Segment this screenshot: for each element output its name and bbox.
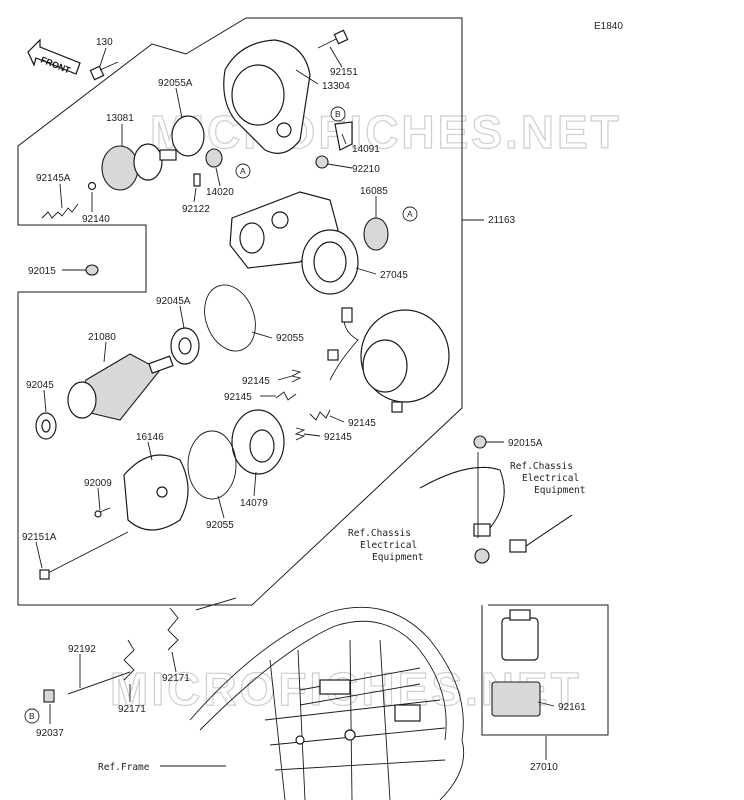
ball-92140-icon bbox=[87, 181, 97, 191]
spring-92145-d-icon bbox=[294, 427, 306, 441]
label-92045: 92045 bbox=[26, 380, 54, 391]
spring-92145-b-icon bbox=[275, 391, 297, 401]
label-92210: 92210 bbox=[352, 164, 380, 175]
assembly-outline bbox=[17, 17, 463, 606]
label-14091: 14091 bbox=[352, 144, 380, 155]
screw-92009-icon bbox=[94, 507, 111, 518]
label-92171-a: 92171 bbox=[162, 673, 190, 684]
svg-text:B: B bbox=[335, 109, 341, 119]
ref-chassis-1-line3: Equipment bbox=[534, 485, 585, 496]
gear-16085-icon bbox=[363, 217, 389, 251]
oring-92055-lower-icon bbox=[187, 430, 237, 500]
washer-92015-icon bbox=[85, 264, 99, 276]
callout-b2: B bbox=[24, 708, 40, 724]
housing-13304-icon bbox=[223, 39, 311, 154]
ref-chassis-1-line1: Ref.Chassis bbox=[510, 461, 573, 472]
clamp-92171-b-icon bbox=[167, 607, 179, 651]
label-92055-a: 92055 bbox=[276, 333, 304, 344]
svg-text:A: A bbox=[407, 209, 413, 219]
svg-text:A: A bbox=[240, 166, 246, 176]
part-14020-icon bbox=[205, 148, 223, 168]
label-16146: 16146 bbox=[136, 432, 164, 443]
label-92015A: 92015A bbox=[508, 438, 543, 449]
relay-27010-icon bbox=[491, 609, 541, 717]
label-92122: 92122 bbox=[182, 204, 210, 215]
oring-92055-icon bbox=[204, 284, 256, 352]
pin-92122-icon bbox=[193, 173, 201, 187]
label-92045A: 92045A bbox=[156, 296, 191, 307]
pipe-92192-icon bbox=[67, 597, 237, 695]
label-27010: 27010 bbox=[530, 762, 558, 773]
nut-92210-icon bbox=[315, 155, 329, 169]
callout-a1: A bbox=[235, 163, 251, 179]
callout-a2: A bbox=[402, 206, 418, 222]
nut-92015A-icon bbox=[473, 435, 487, 449]
label-92145-d: 92145 bbox=[324, 432, 352, 443]
label-14079: 14079 bbox=[240, 498, 268, 509]
cable-icon bbox=[419, 466, 573, 553]
label-92145-c: 92145 bbox=[348, 418, 376, 429]
oring-92055A-icon bbox=[171, 115, 205, 157]
ref-chassis-1-line2: Electrical bbox=[522, 473, 579, 484]
label-92055-b: 92055 bbox=[206, 520, 234, 531]
label-13081: 13081 bbox=[106, 113, 134, 124]
clamp-92171-a-icon bbox=[123, 639, 135, 681]
spring-92145-a-icon bbox=[290, 369, 302, 383]
svg-text:B: B bbox=[29, 711, 35, 721]
label-92192: 92192 bbox=[68, 644, 96, 655]
label-92015: 92015 bbox=[28, 266, 56, 277]
bearing-92045-icon bbox=[35, 412, 57, 440]
clip-14091-icon bbox=[334, 121, 353, 151]
label-16085: 16085 bbox=[360, 186, 388, 197]
label-92009: 92009 bbox=[84, 478, 112, 489]
label-92161: 92161 bbox=[558, 702, 586, 713]
ref-chassis-2-line2: Electrical bbox=[360, 540, 417, 551]
frame-sketch bbox=[189, 606, 465, 800]
front-arrow-icon: FRONT bbox=[27, 38, 81, 76]
label-92151A: 92151A bbox=[22, 532, 57, 543]
ref-frame: Ref.Frame bbox=[98, 762, 150, 773]
label-92145-a: 92145 bbox=[242, 376, 270, 387]
watermark-top: MICROFICHES.NET bbox=[150, 106, 622, 158]
label-92145-b: 92145 bbox=[224, 392, 252, 403]
label-92140: 92140 bbox=[82, 214, 110, 225]
bolt-92151A-icon bbox=[39, 531, 129, 580]
armature-21080-icon bbox=[67, 353, 174, 421]
label-13304: 13304 bbox=[322, 81, 350, 92]
bolt-130-icon bbox=[89, 61, 119, 81]
diagram-code: E1840 bbox=[594, 21, 623, 32]
spring-92145A-icon bbox=[41, 203, 79, 219]
gear-13081-icon bbox=[101, 143, 177, 191]
end-cover-16146-icon bbox=[123, 454, 189, 531]
ref-chassis-2-line3: Equipment bbox=[372, 552, 423, 563]
label-92171-b: 92171 bbox=[118, 704, 146, 715]
relay-outline bbox=[481, 604, 609, 736]
spring-92145-c-icon bbox=[309, 409, 331, 421]
label-92151: 92151 bbox=[330, 67, 358, 78]
field-coil-icon bbox=[327, 307, 450, 413]
clutch-27045-icon bbox=[301, 229, 359, 295]
callout-b1: B bbox=[330, 106, 346, 122]
label-21163: 21163 bbox=[488, 215, 516, 226]
label-92055A: 92055A bbox=[158, 78, 193, 89]
label-14020: 14020 bbox=[206, 187, 234, 198]
label-92145A: 92145A bbox=[36, 173, 71, 184]
bearing-92045A-icon bbox=[170, 327, 200, 365]
bolt-92151-icon bbox=[317, 29, 349, 49]
washer-icon bbox=[474, 548, 490, 564]
clip-92037-icon bbox=[43, 689, 55, 703]
label-92037: 92037 bbox=[36, 728, 64, 739]
label-130: 130 bbox=[96, 37, 113, 48]
brush-holder-14079-icon bbox=[231, 409, 285, 475]
label-21080: 21080 bbox=[88, 332, 116, 343]
leader-lines bbox=[35, 46, 555, 767]
label-27045: 27045 bbox=[380, 270, 408, 281]
ref-chassis-2-line1: Ref.Chassis bbox=[348, 528, 411, 539]
